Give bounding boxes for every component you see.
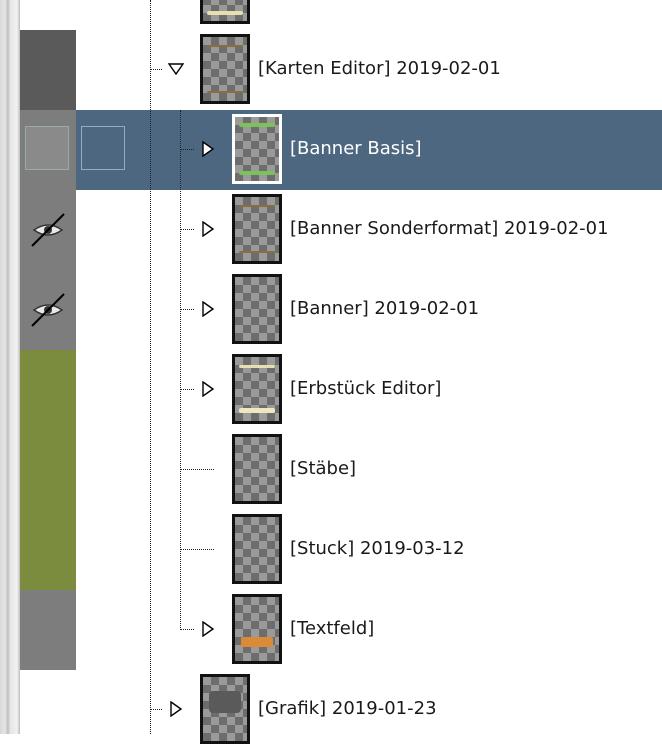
tree-expander-collapsed-icon[interactable] (200, 381, 216, 397)
tree-line (180, 309, 194, 310)
layer-color-tag-green (20, 350, 76, 590)
layer-thumbnail[interactable] (232, 114, 282, 184)
layer-thumbnail[interactable] (232, 274, 282, 344)
layer-chain-cell[interactable] (76, 110, 132, 190)
layer-name[interactable]: [Stäbe] (290, 458, 357, 479)
window-edge (0, 0, 20, 734)
tree-line (180, 389, 194, 390)
layer-name[interactable]: [Textfeld] (290, 618, 375, 639)
layer-thumbnail[interactable] (200, 34, 250, 104)
layer-thumbnail-partial (200, 0, 250, 24)
visibility-hidden-icon[interactable] (28, 290, 68, 330)
layer-name[interactable]: [Banner Basis] (290, 138, 422, 159)
tree-expander-collapsed-icon[interactable] (200, 621, 216, 637)
layer-name[interactable]: [Banner Sonderformat] 2019-02-01 (290, 218, 609, 239)
tree-line (180, 549, 214, 550)
layer-visibility-cell[interactable] (20, 190, 76, 270)
layer-color-tag-dark (20, 30, 76, 110)
layer-name[interactable]: [Erbstück Editor] (290, 378, 442, 399)
layer-thumbnail[interactable] (232, 354, 282, 424)
layer-row-selected-bg (76, 110, 662, 190)
tree-line (180, 110, 181, 630)
visibility-hidden-icon[interactable] (28, 210, 68, 250)
layer-thumbnail[interactable] (232, 194, 282, 264)
tree-line (150, 69, 162, 70)
tree-expander-expanded-icon[interactable] (168, 61, 184, 77)
tree-line (150, 709, 162, 710)
tree-line (180, 629, 194, 630)
tree-line (180, 229, 194, 230)
tree-line (180, 469, 214, 470)
chain-toggle-box[interactable] (81, 126, 125, 170)
layer-name[interactable]: [Grafik] 2019-01-23 (258, 698, 437, 719)
layer-thumbnail[interactable] (232, 594, 282, 664)
visibility-toggle-box[interactable] (25, 126, 69, 170)
tree-expander-collapsed-icon[interactable] (200, 221, 216, 237)
tree-expander-collapsed-icon[interactable] (200, 141, 216, 157)
tree-line (150, 0, 151, 734)
tree-expander-collapsed-icon[interactable] (200, 301, 216, 317)
layer-name[interactable]: [Karten Editor] 2019-02-01 (258, 58, 501, 79)
layer-name[interactable]: [Stuck] 2019-03-12 (290, 538, 465, 559)
layer-thumbnail[interactable] (200, 674, 250, 744)
layer-name[interactable]: [Banner] 2019-02-01 (290, 298, 480, 319)
layer-visibility-cell[interactable] (20, 270, 76, 350)
tree-line (180, 149, 194, 150)
layer-thumbnail[interactable] (232, 434, 282, 504)
layer-thumbnail[interactable] (232, 514, 282, 584)
tree-expander-collapsed-icon[interactable] (168, 701, 184, 717)
layer-visibility-cell[interactable] (20, 110, 76, 190)
layer-color-tag-gray (20, 590, 76, 670)
